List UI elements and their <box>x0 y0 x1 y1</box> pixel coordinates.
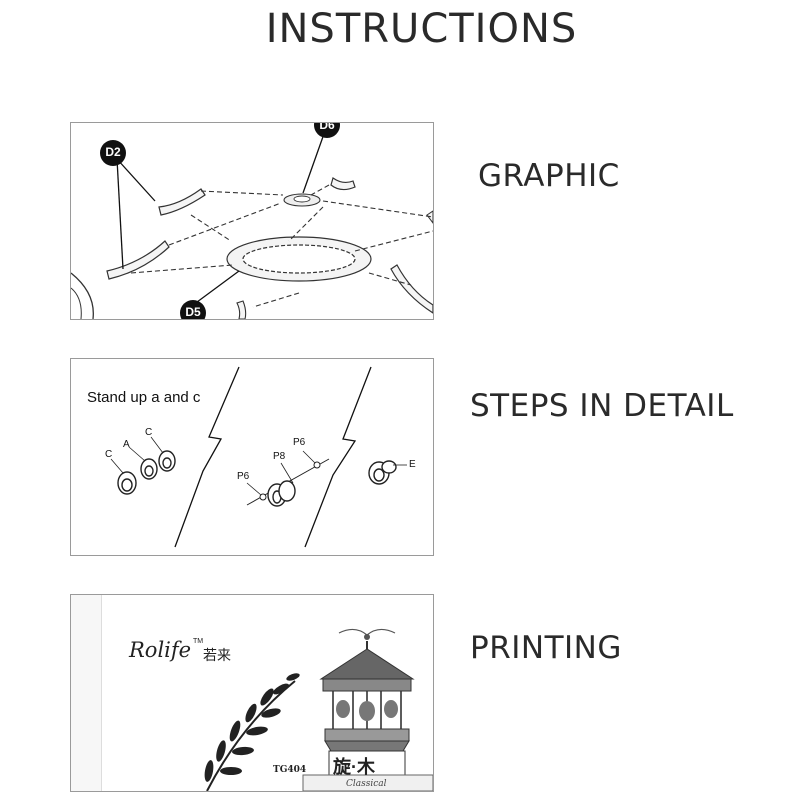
product-subtitle: Classical <box>346 779 387 789</box>
trademark-mark: TM <box>193 638 204 645</box>
printing-caption: PRINTING <box>470 630 622 666</box>
label-a: A <box>123 439 130 450</box>
d2-label: D2 <box>105 145 121 159</box>
steps-caption: STEPS IN DETAIL <box>470 388 734 424</box>
product-title-chinese: 旋·木 <box>333 757 375 777</box>
label-p6-lower: P6 <box>237 471 250 482</box>
graphic-panel: D2 D6 D5 <box>70 122 434 320</box>
exploded-diagram <box>71 123 433 319</box>
page-heading: INSTRUCTIONS <box>265 6 578 52</box>
label-c-right: C <box>145 427 153 438</box>
d6-badge-circle <box>314 123 340 138</box>
d5-label: D5 <box>185 305 201 319</box>
step-instruction: Stand up a and c <box>87 389 201 406</box>
assembly-steps-diagram <box>110 366 407 548</box>
printing-panel: Rolife TM 若来 TG404 旋·木 Classical <box>70 594 434 792</box>
d2-badge-circle <box>100 140 126 166</box>
printed-booklet-image <box>71 595 433 791</box>
d5-badge-circle <box>180 300 206 319</box>
label-c-left: C <box>105 449 113 460</box>
d6-label: D6 <box>319 122 335 132</box>
brand-logo: Rolife <box>129 638 192 662</box>
brand-chinese: 若来 <box>203 647 231 663</box>
graphic-caption: GRAPHIC <box>478 158 620 194</box>
label-p8: P8 <box>273 451 286 462</box>
label-p6-upper: P6 <box>293 437 306 448</box>
steps-panel: Stand up a and c C A C P6 P8 P6 E <box>70 358 434 556</box>
model-number: TG404 <box>273 765 307 775</box>
label-e: E <box>409 459 416 470</box>
